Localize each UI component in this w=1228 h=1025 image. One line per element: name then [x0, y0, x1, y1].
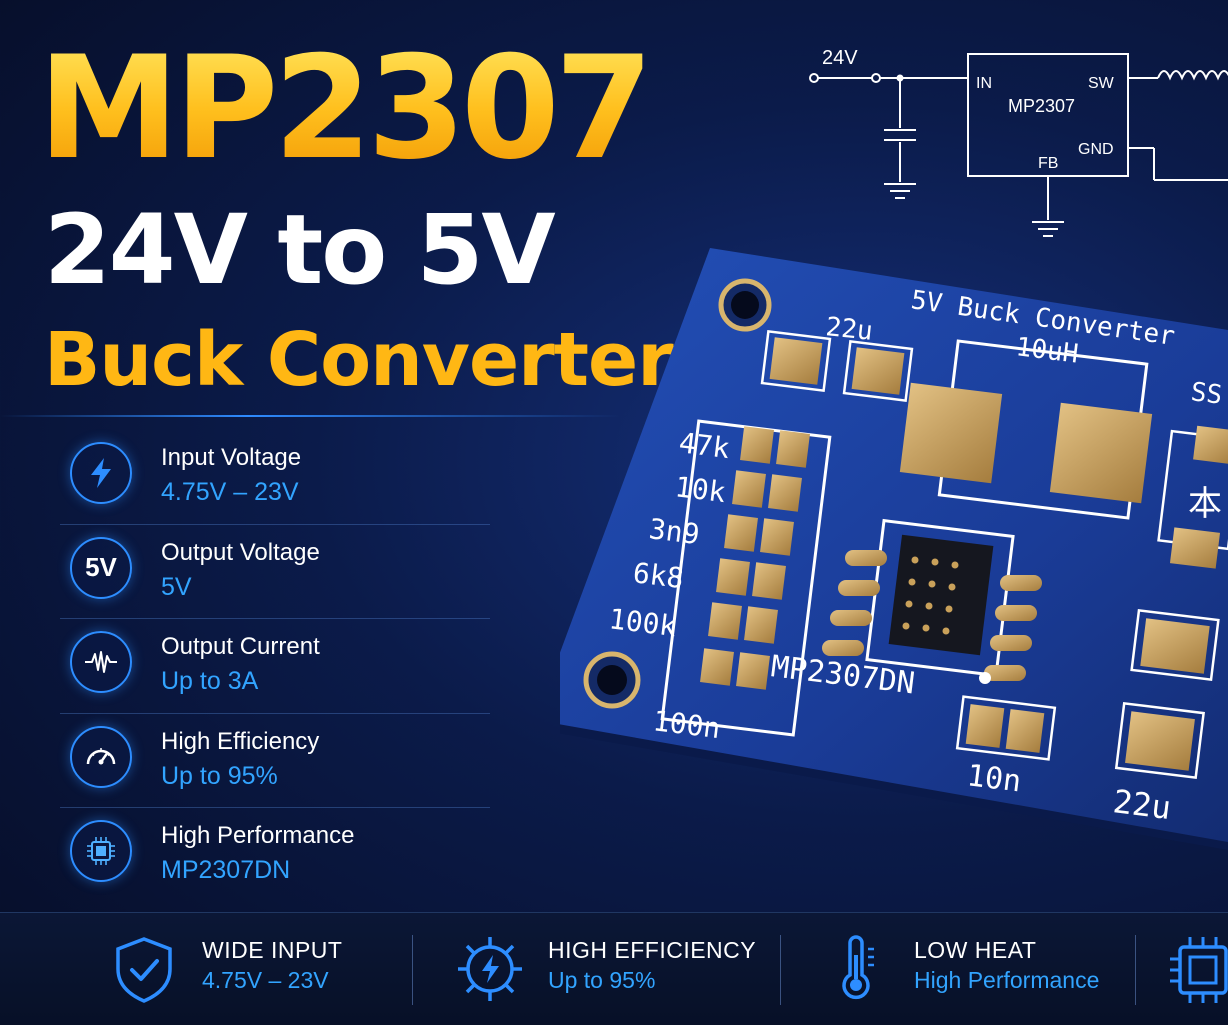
title-divider [0, 415, 620, 417]
pin-fb-label: FB [1038, 155, 1058, 172]
silk-3n9: 3n9 [647, 512, 701, 551]
spec-value: Up to 3A [161, 667, 259, 695]
thermometer-icon [842, 935, 874, 1000]
pin-in-label: IN [976, 75, 992, 92]
pcb-board: 5V Buck Converter 22u 10uH SS 47k 10k 3n… [560, 248, 1228, 850]
feature-divider [780, 935, 781, 1005]
silk-10k: 10k [673, 470, 727, 509]
spec-row-performance: High Performance MP2307DN [60, 808, 490, 902]
silk-glyph: 本 [1188, 484, 1222, 524]
silk-ss: SS [1189, 377, 1224, 411]
feature-low-heat: LOW HEAT High Performance [820, 913, 1130, 1025]
spec-row-input-voltage: Input Voltage 4.75V – 23V [60, 430, 490, 525]
schematic-chip-label: MP2307 [1008, 96, 1075, 116]
spec-label: Output Voltage [161, 538, 320, 566]
silk-100n: 100n [651, 704, 722, 745]
chip-icon [70, 820, 132, 882]
spec-row-output-voltage: 5V Output Voltage 5V [60, 525, 490, 619]
spec-value: Up to 95% [161, 761, 278, 790]
gear-bolt-icon [458, 937, 522, 1001]
feature-title: WIDE INPUT [202, 937, 343, 963]
pin-gnd-label: GND [1078, 141, 1114, 158]
spec-label: Output Current [161, 633, 320, 660]
spec-label: Input Voltage [161, 444, 302, 471]
silk-10n: 10n [965, 758, 1023, 799]
schematic-diagram: 24V IN MP2307 SW GND FB [809, 47, 1228, 237]
waveform-icon [70, 631, 132, 693]
feature-sub: Up to 95% [548, 967, 656, 993]
silk-22u-out: 22u [1111, 782, 1173, 827]
spec-list: Input Voltage 4.75V – 23V 5V Output Volt… [60, 430, 490, 902]
product-title: MP2307 [38, 26, 654, 191]
5v-badge-icon: 5V [70, 536, 132, 599]
spec-label: High Efficiency [161, 727, 320, 755]
lightning-bolt-icon [70, 442, 132, 504]
feature-high-efficiency: HIGH EFFICIENCY Up to 95% [454, 913, 774, 1025]
pin-sw-label: SW [1088, 75, 1115, 92]
spec-row-efficiency: High Efficiency Up to 95% [60, 714, 490, 808]
silk-100k: 100k [607, 602, 678, 643]
silk-6k8: 6k8 [631, 556, 685, 595]
converter-heading: Buck Converter [44, 317, 674, 403]
spec-row-output-current: Output Current Up to 3A [60, 619, 490, 714]
chip-icon [1170, 937, 1228, 1003]
feature-sub: 4.75V – 23V [202, 967, 329, 993]
silk-47k: 47k [677, 426, 731, 465]
feature-bar: WIDE INPUT 4.75V – 23V HIGH EFFICIENCY U… [0, 912, 1228, 1025]
feature-title: LOW HEAT [914, 937, 1037, 963]
voltage-heading: 24V to 5V [44, 194, 556, 306]
feature-divider [412, 935, 413, 1005]
feature-sub: High Performance [914, 967, 1100, 993]
feature-wide-input: WIDE INPUT 4.75V – 23V [108, 913, 408, 1025]
spec-value: 5V [161, 572, 192, 601]
spec-value: MP2307DN [161, 856, 291, 884]
feature-title: HIGH EFFICIENCY [548, 937, 757, 963]
schematic-input-label: 24V [822, 47, 858, 69]
spec-label: High Performance [161, 822, 355, 849]
shield-check-icon [116, 937, 172, 1003]
spec-value: 4.75V – 23V [161, 478, 299, 506]
feature-divider [1135, 935, 1136, 1005]
speedometer-icon [70, 725, 132, 788]
5v-badge-text: 5V [85, 552, 117, 582]
